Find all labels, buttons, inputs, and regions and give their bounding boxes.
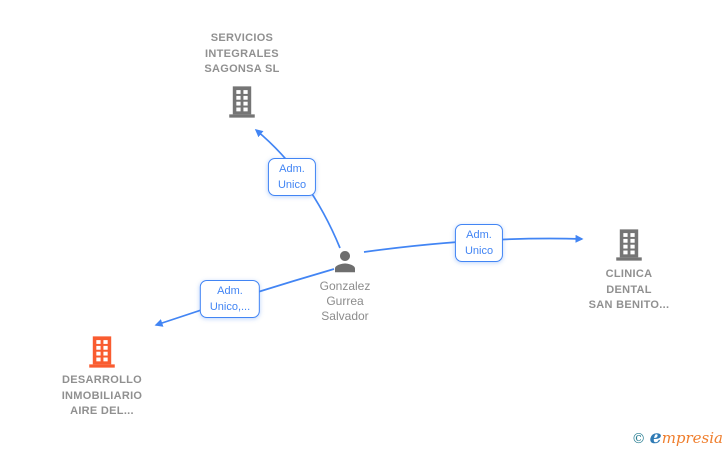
company-node-desarrollo-inmobiliario-aire[interactable]: DESARROLLO INMOBILIARIO AIRE DEL... [32,335,172,420]
building-icon [85,335,119,369]
edge-label-adm-unico-servicios[interactable]: Adm. Unico [267,158,317,196]
building-icon [612,228,646,262]
company-name: CLINICA DENTAL SAN BENITO... [588,268,670,311]
company-node-servicios-integrales-sagonsa[interactable]: SERVICIOS INTEGRALES SAGONSA SL [172,31,312,119]
company-name: DESARROLLO INMOBILIARIO AIRE DEL... [61,374,143,417]
building-icon [225,85,259,119]
person-icon [330,246,360,276]
company-name: SERVICIOS INTEGRALES SAGONSA SL [204,32,280,75]
person-node-gonzalez-gurrea-salvador[interactable]: Gonzalez Gurrea Salvador [295,246,395,324]
person-name: Gonzalez Gurrea Salvador [319,279,371,323]
edge-label-adm-unico-desarrollo[interactable]: Adm. Unico,... [199,280,261,318]
empresia-logo[interactable]: ©empresia [631,426,723,448]
edge-label-adm-unico-clinica[interactable]: Adm. Unico [454,224,504,262]
copyright-icon: © [631,431,646,447]
company-node-clinica-dental-san-benito[interactable]: CLINICA DENTAL SAN BENITO... [579,228,679,314]
